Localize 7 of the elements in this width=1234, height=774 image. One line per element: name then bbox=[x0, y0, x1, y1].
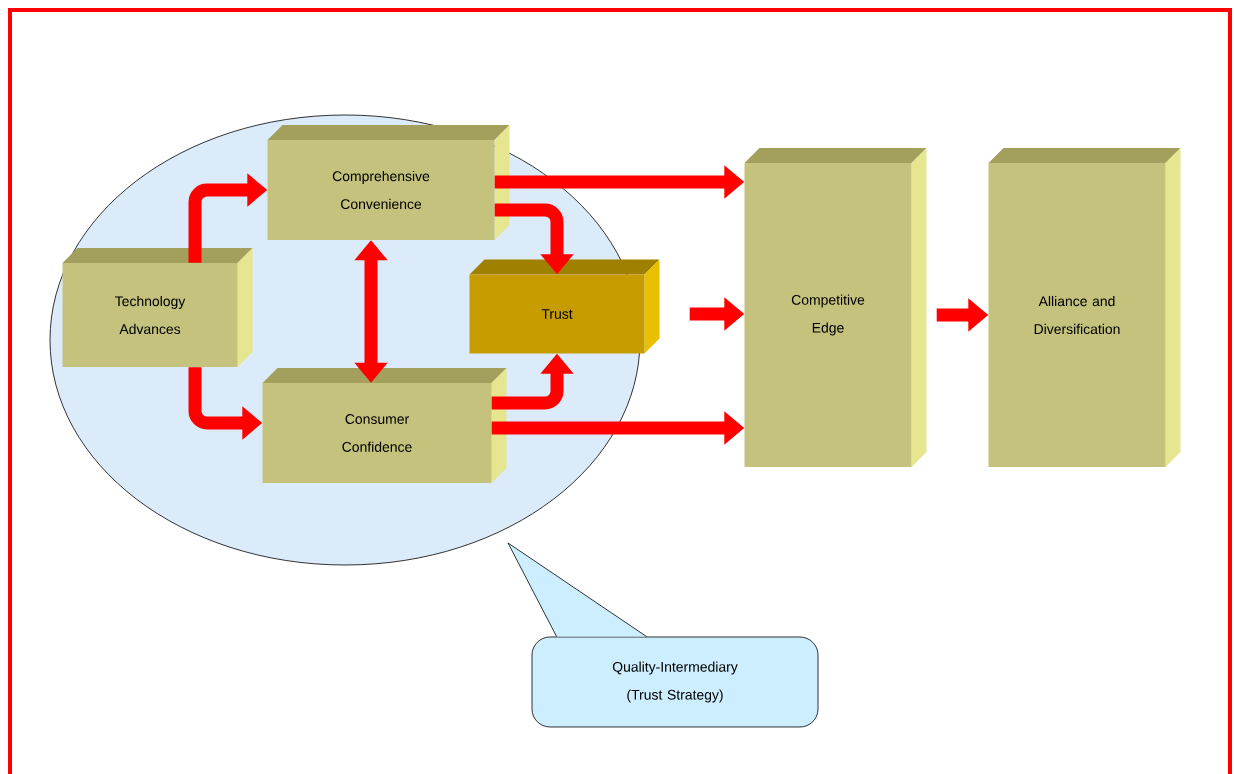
speech-callout: Quality-Intermediary (Trust Strategy) bbox=[507, 542, 819, 728]
block-box: Consumer Confidence bbox=[262, 368, 507, 483]
block-box: Alliance and Diversification bbox=[988, 148, 1181, 467]
block-box: Comprehensive Convenience bbox=[267, 125, 510, 240]
block-box: Competitive Edge bbox=[744, 148, 927, 467]
block-box: Technology Advances bbox=[62, 248, 253, 367]
block-box: Trust bbox=[469, 259, 660, 354]
